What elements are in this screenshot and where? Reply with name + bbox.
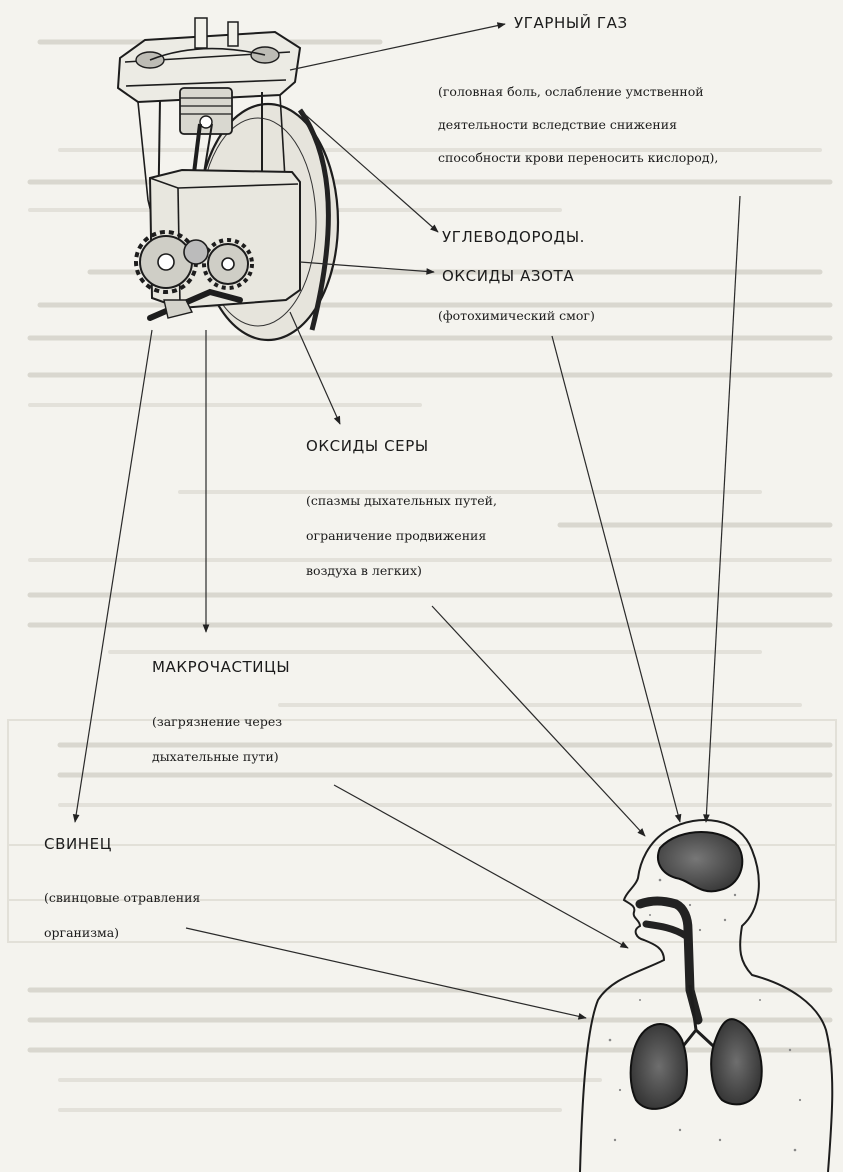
note-sulfur-oxides-1: (спазмы дыхательных путей, <box>306 493 497 508</box>
arrow-engine-to-co <box>290 24 505 70</box>
human-respiratory-system-illustration <box>580 820 832 1172</box>
note-carbon-monoxide-3: способности крови переносить кислород), <box>438 150 718 165</box>
note-particulates-2: дыхательные пути) <box>152 749 279 764</box>
note-particulates-1: (загрязнение через <box>152 714 282 729</box>
note-carbon-monoxide-1: (головная боль, ослабление умственной <box>438 84 704 99</box>
label-particulates: МАКРОЧАСТИЦЫ <box>152 658 290 676</box>
note-sulfur-oxides-2: ограничение продвижения <box>306 528 486 543</box>
note-lead-2: организма) <box>44 925 119 940</box>
arrow-pm-to-body <box>334 785 628 948</box>
page-bleed-through <box>8 42 836 1110</box>
note-sulfur-oxides-3: воздуха в легких) <box>306 563 422 578</box>
label-nitrogen-oxides: ОКСИДЫ АЗОТА <box>442 267 574 285</box>
label-lead: СВИНЕЦ <box>44 835 112 853</box>
note-lead-1: (свинцовые отравления <box>44 890 200 905</box>
label-hydrocarbons: УГЛЕВОДОРОДЫ. <box>442 228 585 246</box>
label-carbon-monoxide: УГАРНЫЙ ГАЗ <box>514 13 628 32</box>
arrow-nox-to-body <box>552 336 680 822</box>
pollutant-labels: УГАРНЫЙ ГАЗ (головная боль, ослабление у… <box>44 13 718 940</box>
arrow-co-to-body <box>706 196 740 822</box>
note-nitrogen-oxides: (фотохимический смог) <box>438 308 595 323</box>
label-sulfur-oxides: ОКСИДЫ СЕРЫ <box>306 437 429 455</box>
note-carbon-monoxide-2: деятельности вследствие снижения <box>438 117 677 132</box>
arrow-engine-to-sox <box>290 312 340 424</box>
